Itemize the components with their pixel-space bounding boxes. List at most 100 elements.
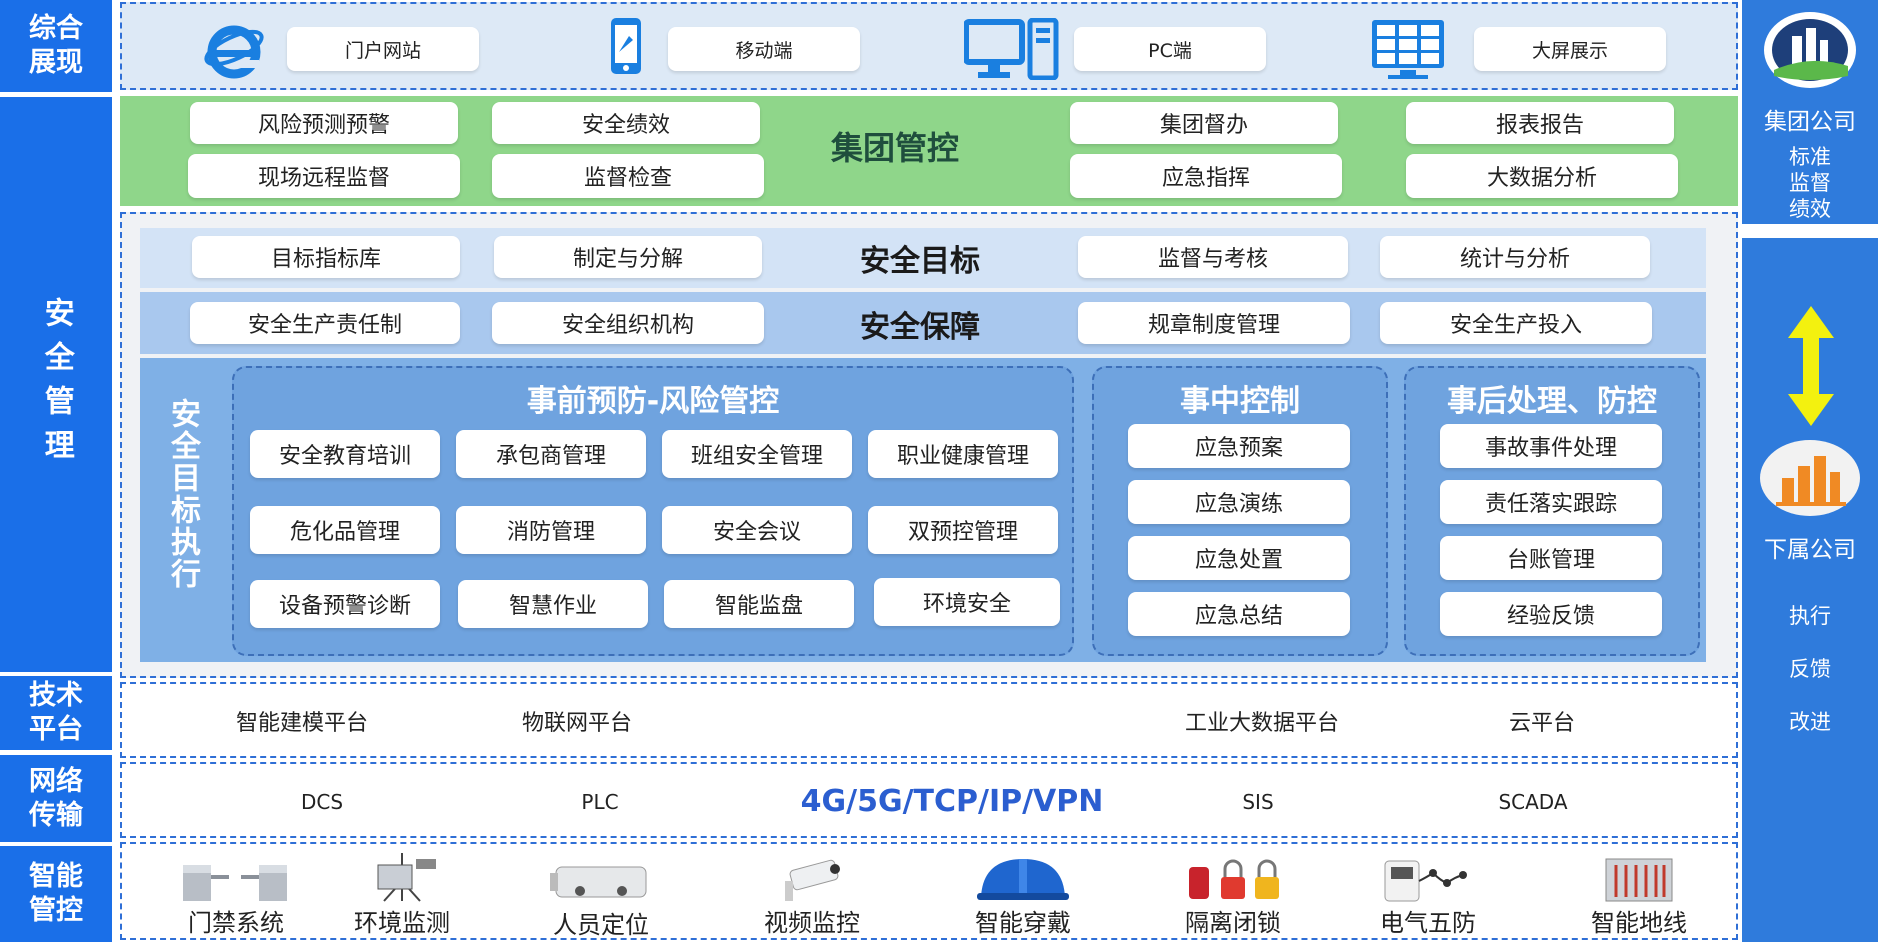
display-pc-pill[interactable]: PC端: [1074, 27, 1266, 71]
during-item[interactable]: 应急总结: [1128, 592, 1350, 636]
st-supervise-assess[interactable]: 监督与考核: [1078, 236, 1348, 278]
sub-company-execute: 执行: [1742, 600, 1878, 630]
post-item[interactable]: 台账管理: [1440, 536, 1662, 580]
pre-item[interactable]: 安全会议: [662, 506, 852, 554]
sg-organization[interactable]: 安全组织机构: [492, 302, 764, 344]
net-scada: SCADA: [1468, 784, 1598, 820]
gc-group-supervise[interactable]: 集团督办: [1070, 102, 1338, 144]
st-statistics[interactable]: 统计与分析: [1380, 236, 1650, 278]
gc-safety-performance[interactable]: 安全绩效: [492, 102, 760, 144]
tech-modeling-platform: 智能建模平台: [202, 702, 402, 740]
during-control-title: 事中控制: [1094, 376, 1386, 420]
group-company-duties: 标准 监督 绩效: [1742, 144, 1878, 222]
device-env-monitor[interactable]: 环境监测: [342, 844, 462, 938]
pre-item[interactable]: 双预控管理: [868, 506, 1058, 554]
mobile-phone-icon: [607, 16, 645, 76]
device-label: 智能穿戴: [975, 903, 1071, 938]
sg-investment[interactable]: 安全生产投入: [1380, 302, 1652, 344]
grounding-cabinet-icon: [1602, 857, 1676, 903]
group-company-label: 集团公司: [1742, 102, 1878, 136]
group-company-logo-icon: [1762, 10, 1858, 90]
safety-target-title: 安全目标: [830, 232, 1010, 284]
post-handling-section: 事后处理、防控 事故事件处理 责任落实跟踪 台账管理 经验反馈: [1404, 366, 1700, 656]
pre-item[interactable]: 消防管理: [456, 506, 646, 554]
safety-guarantee-band: 安全生产责任制 安全组织机构 安全保障 规章制度管理 安全生产投入: [140, 292, 1706, 354]
post-item[interactable]: 事故事件处理: [1440, 424, 1662, 468]
device-isolation-lock[interactable]: 隔离闭锁: [1168, 848, 1298, 938]
smart-devices-row: 门禁系统 环境监测 人员定位 视频监控 智能穿戴 隔离闭锁 电气五防 智能地线: [120, 842, 1738, 940]
env-monitor-icon: [362, 851, 442, 903]
safety-target-band: 目标指标库 制定与分解 安全目标 监督与考核 统计与分析: [140, 228, 1706, 288]
gc-reports[interactable]: 报表报告: [1406, 102, 1674, 144]
label-safety-management-text: 安全管理: [37, 297, 75, 473]
pre-prevention-section: 事前预防-风险管控 安全教育培训 承包商管理 班组安全管理 职业健康管理 危化品…: [232, 366, 1074, 656]
sub-company-improve: 改进: [1742, 706, 1878, 736]
label-display: 综合 展现: [0, 0, 112, 92]
during-item[interactable]: 应急演练: [1128, 480, 1350, 524]
sub-company-feedback: 反馈: [1742, 653, 1878, 683]
device-access-control[interactable]: 门禁系统: [156, 848, 316, 938]
pc-computer-icon: [964, 18, 1060, 80]
during-item[interactable]: 应急预案: [1128, 424, 1350, 468]
pre-item[interactable]: 安全教育培训: [250, 430, 440, 478]
gc-risk-warning[interactable]: 风险预测预警: [190, 102, 458, 144]
pre-item[interactable]: 智能监盘: [664, 580, 854, 628]
device-electric-five-prevention[interactable]: 电气五防: [1368, 848, 1488, 938]
device-label: 人员定位: [553, 905, 649, 940]
st-target-library[interactable]: 目标指标库: [192, 236, 460, 278]
device-label: 隔离闭锁: [1185, 903, 1281, 938]
post-item[interactable]: 责任落实跟踪: [1440, 480, 1662, 524]
device-personnel-locator[interactable]: 人员定位: [536, 848, 666, 940]
label-tech-platform: 技术 平台: [0, 676, 112, 750]
pre-prevention-title: 事前预防-风险管控: [234, 376, 1072, 420]
net-sis: SIS: [1208, 784, 1308, 820]
up-down-arrow-icon: [1786, 304, 1836, 428]
device-smart-wearable[interactable]: 智能穿戴: [958, 846, 1088, 938]
display-portal-pill[interactable]: 门户网站: [287, 27, 479, 71]
pre-item[interactable]: 环境安全: [874, 578, 1060, 626]
large-screen-icon: [1370, 18, 1446, 80]
execution-label-text: 安全目标执行: [163, 398, 201, 590]
pre-item[interactable]: 危化品管理: [250, 506, 440, 554]
label-network: 网络 传输: [0, 755, 112, 842]
right-group-company-panel: 集团公司 标准 监督 绩效: [1742, 0, 1878, 224]
execution-label: 安全目标执行: [162, 398, 202, 638]
label-smart-control: 智能 管控: [0, 846, 112, 942]
sg-regulations[interactable]: 规章制度管理: [1078, 302, 1350, 344]
display-mobile-pill[interactable]: 移动端: [668, 27, 860, 71]
pre-item[interactable]: 职业健康管理: [868, 430, 1058, 478]
gc-bigdata-analysis[interactable]: 大数据分析: [1406, 154, 1678, 198]
tech-cloud-platform: 云平台: [1482, 702, 1602, 740]
group-control-title: 集团管控: [810, 116, 980, 176]
pre-item[interactable]: 智慧作业: [458, 580, 648, 628]
electric-meter-icon: [1381, 857, 1475, 903]
gc-remote-supervision[interactable]: 现场远程监督: [188, 154, 460, 198]
sg-responsibility[interactable]: 安全生产责任制: [190, 302, 460, 344]
pre-item[interactable]: 班组安全管理: [662, 430, 852, 478]
right-sub-company-panel: 下属公司 执行 反馈 改进: [1742, 238, 1878, 942]
gc-emergency-command[interactable]: 应急指挥: [1070, 154, 1342, 198]
pre-item[interactable]: 承包商管理: [456, 430, 646, 478]
smart-helmet-icon: [975, 853, 1071, 903]
turnstile-icon: [181, 857, 291, 903]
device-label: 电气五防: [1380, 903, 1476, 938]
label-safety-management: 安全管理: [0, 97, 112, 672]
group-control-band: 风险预测预警 安全绩效 现场远程监督 监督检查 集团管控 集团督办 报表报告 应…: [120, 96, 1738, 206]
locator-device-icon: [546, 861, 656, 905]
post-item[interactable]: 经验反馈: [1440, 592, 1662, 636]
tech-platform-row: 智能建模平台 物联网平台 工业大数据平台 云平台: [120, 682, 1738, 758]
device-label: 门禁系统: [188, 903, 284, 938]
tech-iot-platform: 物联网平台: [492, 702, 662, 740]
device-smart-ground-wire[interactable]: 智能地线: [1574, 848, 1704, 938]
display-bigscreen-pill[interactable]: 大屏展示: [1474, 27, 1666, 71]
post-handling-title: 事后处理、防控: [1406, 376, 1698, 420]
gc-inspection[interactable]: 监督检查: [492, 154, 764, 198]
net-plc: PLC: [550, 784, 650, 820]
ie-browser-icon: [204, 20, 264, 80]
pre-item[interactable]: 设备预警诊断: [250, 580, 440, 628]
tech-bigdata-platform: 工业大数据平台: [1150, 702, 1374, 740]
device-video-monitor[interactable]: 视频监控: [752, 848, 872, 938]
safety-guarantee-title: 安全保障: [830, 298, 1010, 350]
during-item[interactable]: 应急处置: [1128, 536, 1350, 580]
st-formulate[interactable]: 制定与分解: [494, 236, 762, 278]
